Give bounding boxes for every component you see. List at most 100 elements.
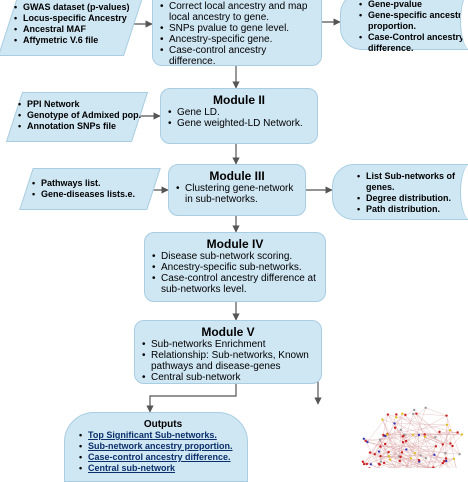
module-2-item: Gene LD.: [167, 107, 311, 118]
output-link[interactable]: Sub-network ancestry proportion.: [79, 441, 247, 452]
network-node: [424, 407, 426, 409]
arrow-module5-to-outputs: [150, 384, 236, 412]
network-node: [403, 433, 405, 435]
network-node: [378, 450, 380, 452]
network-node: [383, 462, 385, 464]
network-node: [424, 433, 426, 435]
store-top-item: Gene-specific ancestry proportion.: [359, 10, 468, 32]
input-module2-item: Annotation SNPs file: [18, 121, 142, 132]
module-3-title: Module III: [175, 169, 299, 183]
network-node: [412, 413, 414, 415]
network-node: [449, 429, 451, 431]
network-node: [433, 454, 435, 456]
input-data-top: GWAS dataset (p-values) Locus-specific A…: [14, 2, 132, 46]
network-node: [362, 461, 364, 463]
module-3-item: Clustering gene-network in sub-networks.: [175, 183, 299, 205]
network-node: [386, 433, 388, 435]
network-node: [379, 439, 381, 441]
network-node: [434, 436, 436, 438]
network-node: [446, 424, 448, 426]
network-node: [389, 458, 391, 460]
network-node: [363, 438, 365, 440]
network-node: [445, 457, 447, 459]
output-link[interactable]: Central sub-network: [79, 463, 247, 474]
output-link[interactable]: Case-control ancestry difference.: [79, 452, 247, 463]
network-node: [438, 431, 440, 433]
network-node: [413, 409, 415, 411]
network-node: [387, 413, 389, 415]
module-5-item: Central sub-network: [141, 372, 315, 383]
network-node: [380, 460, 382, 462]
network-node: [449, 442, 451, 444]
module-4-item: Case-control ancestry difference at sub-…: [151, 273, 319, 295]
network-node: [453, 458, 455, 460]
module-1-item: Correct local ancestry and map local anc…: [159, 1, 315, 23]
network-node: [379, 445, 381, 447]
network-node: [412, 434, 414, 436]
module-1-box: Correct local ancestry and map local anc…: [152, 0, 322, 66]
network-node: [414, 452, 416, 454]
store-module3-item: Path distribution.: [357, 204, 468, 215]
outputs-title: Outputs: [79, 419, 247, 430]
store-top-item: Gene-pvalue: [359, 0, 468, 10]
input-top-item: Ancestral MAF: [14, 24, 132, 35]
network-node: [399, 456, 401, 458]
network-node: [394, 427, 396, 429]
input-module2-item: PPI Network: [18, 99, 142, 110]
output-link[interactable]: Top Significant Sub-networks.: [79, 430, 247, 441]
network-node: [401, 413, 403, 415]
network-node: [419, 454, 421, 456]
module-5-item: Sub-networks Enrichment: [141, 339, 315, 350]
input-top-item: Locus-specific Ancestry: [14, 13, 132, 24]
input-top-item: Affymetric V.6 file: [14, 35, 132, 46]
input-module3-item: Gene-diseases lists.e.: [32, 189, 156, 200]
module-4-box: Module IV Disease sub-network scoring. A…: [144, 232, 326, 302]
input-data-module2: PPI Network Genotype of Admixed pop. Ann…: [18, 99, 142, 132]
network-node: [399, 460, 401, 462]
network-node: [443, 460, 445, 462]
stored-data-top: Gene-pvalue Gene-specific ancestry propo…: [340, 0, 468, 50]
network-node: [445, 414, 447, 416]
module-2-item: Gene weighted-LD Network.: [167, 118, 311, 129]
network-node: [387, 451, 389, 453]
network-node: [379, 463, 381, 465]
network-node: [369, 451, 371, 453]
network-node: [405, 440, 407, 442]
input-module3-item: Pathways list.: [32, 178, 156, 189]
network-node: [451, 445, 453, 447]
module-5-box: Module V Sub-networks Enrichment Relatio…: [134, 320, 322, 384]
network-node: [456, 431, 458, 433]
module-4-item: Ancestry-specific sub-networks.: [151, 262, 319, 273]
network-node: [405, 448, 407, 450]
network-node: [366, 463, 368, 465]
store-module3-item: Degree distribution.: [357, 193, 468, 204]
network-node: [404, 414, 406, 416]
network-node: [402, 435, 404, 437]
module-1-item: Ancestry-specific gene.: [159, 34, 315, 45]
network-node: [379, 455, 381, 457]
network-node: [401, 451, 403, 453]
module-4-item: Disease sub-network scoring.: [151, 251, 319, 262]
network-node: [410, 457, 412, 459]
network-node: [364, 440, 366, 442]
store-top-item: Case-Control ancestry difference.: [359, 32, 468, 54]
module-1-item: Case-control ancestry difference.: [159, 45, 315, 67]
network-node: [382, 434, 384, 436]
module-3-box: Module III Clustering gene-network in su…: [168, 164, 306, 216]
network-node: [425, 457, 427, 459]
network-node: [381, 418, 383, 420]
network-node: [415, 412, 417, 414]
module-5-item: Relationship: Sub-networks, Known pathwa…: [141, 350, 315, 372]
network-node: [435, 445, 437, 447]
network-node: [418, 459, 420, 461]
network-node: [393, 422, 395, 424]
input-module2-item: Genotype of Admixed pop.: [18, 110, 142, 121]
input-data-module3: Pathways list. Gene-diseases lists.e.: [32, 178, 156, 200]
module-4-title: Module IV: [151, 237, 319, 251]
network-node: [424, 436, 426, 438]
network-node: [395, 416, 397, 418]
network-node: [461, 433, 463, 435]
network-node: [374, 453, 376, 455]
outputs-box: Outputs Top Significant Sub-networks. Su…: [64, 412, 248, 482]
network-node: [400, 429, 402, 431]
